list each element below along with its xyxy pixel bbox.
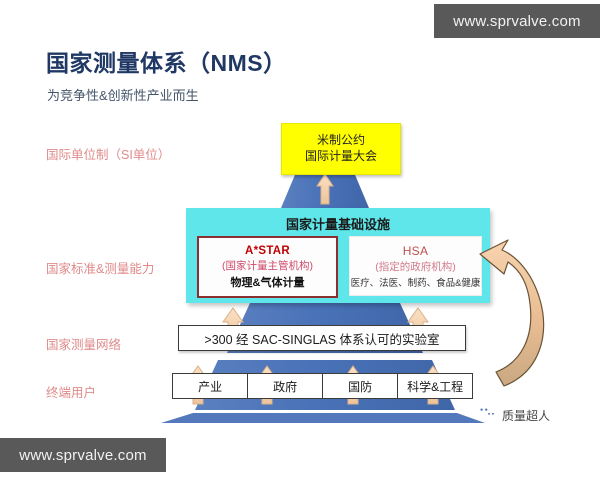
metre-convention-line1: 米制公约 <box>316 133 365 148</box>
wechat-icon <box>476 404 498 427</box>
astar-name: A*STAR <box>244 244 291 257</box>
stage-label-measure-net: 国家测量网络 <box>46 338 122 352</box>
stage-label-si-units: 国际单位制（SI单位） <box>46 148 171 162</box>
end-user-label: 政府 <box>273 379 298 394</box>
hsa-name: HSA <box>402 243 429 258</box>
page-title: 国家测量体系（NMS） <box>46 50 287 76</box>
metrology-infrastructure-block: 国家计量基础设施 A*STAR (国家计量主管机构) 物理&气体计量 HSA (… <box>186 208 490 303</box>
end-user-label: 国防 <box>348 379 373 394</box>
curved-feedback-arrow-icon <box>478 238 558 390</box>
watermark-text: www.sprvalve.com <box>453 12 581 30</box>
astar-scope: 物理&气体计量 <box>230 276 305 289</box>
watermark-top-right: www.sprvalve.com <box>434 4 600 38</box>
watermark-text: www.sprvalve.com <box>19 446 147 464</box>
end-user-label: 产业 <box>198 379 223 394</box>
metre-convention-line2: 国际计量大会 <box>304 149 377 163</box>
end-user-row: 产业 政府 国防 科学&工程 <box>172 373 474 399</box>
end-user-box-industry: 产业 <box>172 373 249 399</box>
page-subtitle: 为竞争性&创新性产业而生 <box>47 88 199 103</box>
wechat-signature: 质量超人 <box>476 404 550 427</box>
wechat-account-name: 质量超人 <box>502 409 551 423</box>
metre-convention-box: 米制公约 国际计量大会 <box>281 123 401 175</box>
end-user-label: 科学&工程 <box>407 379 464 394</box>
accredited-labs-text: >300 经 SAC-SINGLAS 体系认可的实验室 <box>204 332 440 347</box>
stage-label-national-std: 国家标准&测量能力 <box>46 262 155 276</box>
hsa-role: (指定的政府机构) <box>375 260 456 273</box>
hsa-scope: 医疗、法医、制药、食品&健康 <box>350 277 481 289</box>
astar-role: (国家计量主管机构) <box>222 259 313 272</box>
end-user-box-science-engineering: 科学&工程 <box>397 373 474 399</box>
org-box-astar: A*STAR (国家计量主管机构) 物理&气体计量 <box>197 236 338 298</box>
watermark-bottom-left: www.sprvalve.com <box>0 438 166 472</box>
stage-label-end-users: 终端用户 <box>46 386 97 400</box>
end-user-box-defence: 国防 <box>322 373 399 399</box>
infrastructure-title: 国家计量基础设施 <box>285 217 390 232</box>
accredited-labs-bar: >300 经 SAC-SINGLAS 体系认可的实验室 <box>178 325 466 351</box>
org-box-hsa: HSA (指定的政府机构) 医疗、法医、制药、食品&健康 <box>349 236 482 296</box>
end-user-box-government: 政府 <box>247 373 324 399</box>
